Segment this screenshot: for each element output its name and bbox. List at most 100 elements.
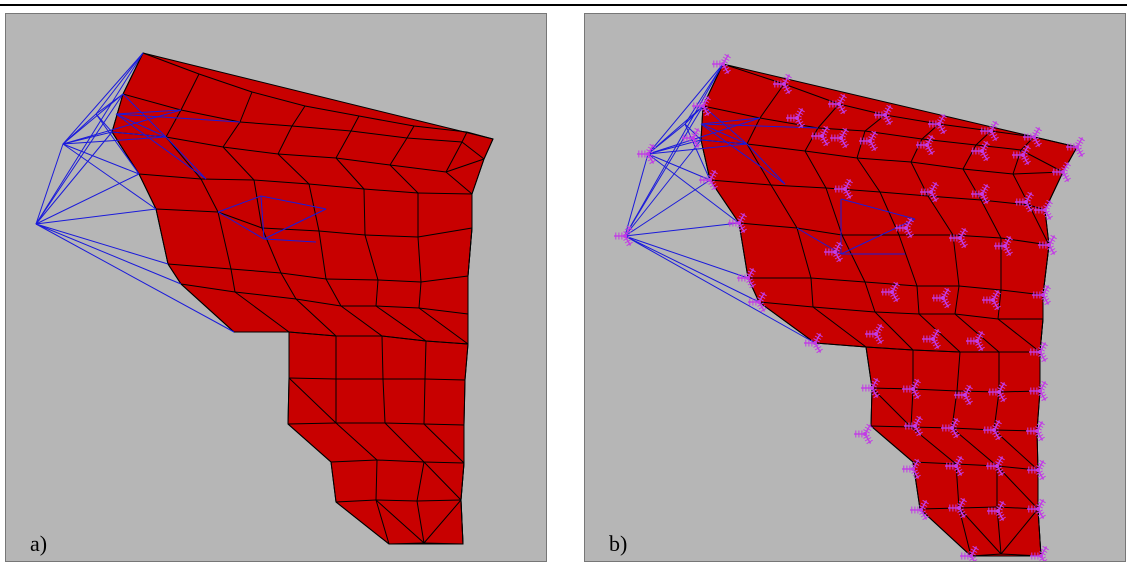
marker-tick (1039, 344, 1047, 349)
mesh-edge (230, 268, 282, 274)
mesh-edge (111, 93, 124, 133)
mesh-edge (812, 306, 876, 313)
mesh-edge (406, 125, 415, 139)
marker-center (911, 387, 915, 391)
marker-tick (1047, 240, 1054, 245)
marker-tick (846, 194, 853, 200)
marker-tick (992, 120, 999, 126)
node-marker (748, 291, 767, 313)
mesh-edge (954, 285, 960, 315)
marker-tick (998, 395, 1006, 400)
wire-edge (647, 153, 711, 181)
marker-tick (623, 231, 630, 236)
mesh-edge (138, 173, 202, 180)
marker-tick (983, 156, 990, 162)
marker-tick (1039, 355, 1047, 360)
mesh-edge (167, 263, 182, 285)
marker-tick (978, 330, 985, 336)
mesh-edge (217, 211, 263, 229)
marker-tick (913, 421, 920, 426)
mesh-view-a (35, 52, 494, 545)
marker-tick (864, 426, 872, 431)
mesh-edge (308, 183, 365, 190)
marker-center (913, 424, 917, 428)
mesh-edge (358, 115, 415, 127)
node-marker (637, 143, 656, 165)
mesh-edge (375, 305, 427, 342)
marker-tick (1042, 287, 1050, 292)
mesh-edge (423, 423, 465, 464)
node-marker (1029, 380, 1048, 402)
mesh-edge (423, 542, 464, 545)
mesh-edge (363, 188, 419, 194)
marker-tick (836, 241, 843, 247)
marker-tick (1032, 137, 1039, 142)
marker-tick (891, 295, 899, 300)
wire-edge (35, 173, 140, 225)
mesh-edge (796, 227, 812, 279)
marker-tick (905, 231, 913, 236)
marker-center (839, 136, 843, 140)
marker-tick (922, 515, 929, 521)
mesh-edge (898, 234, 918, 287)
marker-center (957, 506, 961, 510)
marker-center (782, 82, 786, 86)
marker-center (1036, 468, 1040, 472)
marker-tick (884, 118, 892, 123)
mesh-edge (350, 130, 408, 139)
mesh-edge (234, 291, 297, 300)
marker-center (950, 426, 954, 430)
marker-tick (995, 435, 1002, 441)
node-marker (994, 235, 1013, 257)
marker-tick (1027, 191, 1034, 197)
mesh-edge (954, 313, 1000, 353)
mesh-edge (770, 184, 827, 189)
wire-edge (263, 208, 327, 240)
marker-tick (1036, 423, 1044, 428)
mesh-edge (375, 499, 390, 545)
marker-center (929, 190, 933, 194)
node-marker (1027, 459, 1046, 481)
mesh-edge (952, 234, 960, 287)
mesh-edge (912, 388, 958, 392)
markers-b (614, 53, 1085, 561)
marker-tick (843, 189, 850, 194)
node-marker (954, 384, 973, 406)
marker-tick (904, 223, 911, 228)
node-marker (1030, 545, 1049, 561)
marker-tick (951, 431, 959, 436)
marker-center (874, 332, 878, 336)
marker-tick (740, 228, 747, 234)
marker-tick (833, 247, 840, 252)
marker-tick (891, 284, 899, 289)
marker-tick (757, 302, 764, 307)
marker-tick (981, 186, 989, 191)
mesh-edge (738, 222, 798, 229)
marker-tick (1022, 158, 1030, 163)
marker-tick (993, 433, 1001, 438)
marker-tick (1042, 545, 1049, 551)
mesh-diagonal (1000, 508, 1039, 555)
marker-center (1003, 244, 1007, 248)
mesh-diagonal (958, 507, 1002, 555)
wire-edge (700, 123, 786, 185)
marker-tick (708, 175, 715, 180)
node-marker (804, 332, 823, 354)
marker-tick (911, 389, 918, 394)
marker-tick (1041, 396, 1048, 402)
node-marker (920, 181, 939, 203)
marker-tick (1064, 177, 1071, 183)
mesh-edge (384, 422, 425, 425)
marker-center (623, 234, 627, 238)
mesh-edge (1012, 173, 1030, 206)
panel-a-label: a) (30, 531, 48, 556)
wire-edge (111, 131, 167, 138)
marker-tick (932, 197, 939, 203)
wire-edge (840, 198, 916, 220)
mesh-edge (759, 117, 819, 129)
marker-tick (1062, 164, 1070, 169)
marker-center (904, 226, 908, 230)
marker-tick (874, 329, 881, 334)
marker-tick (1044, 300, 1051, 306)
mesh-edge (812, 306, 867, 348)
